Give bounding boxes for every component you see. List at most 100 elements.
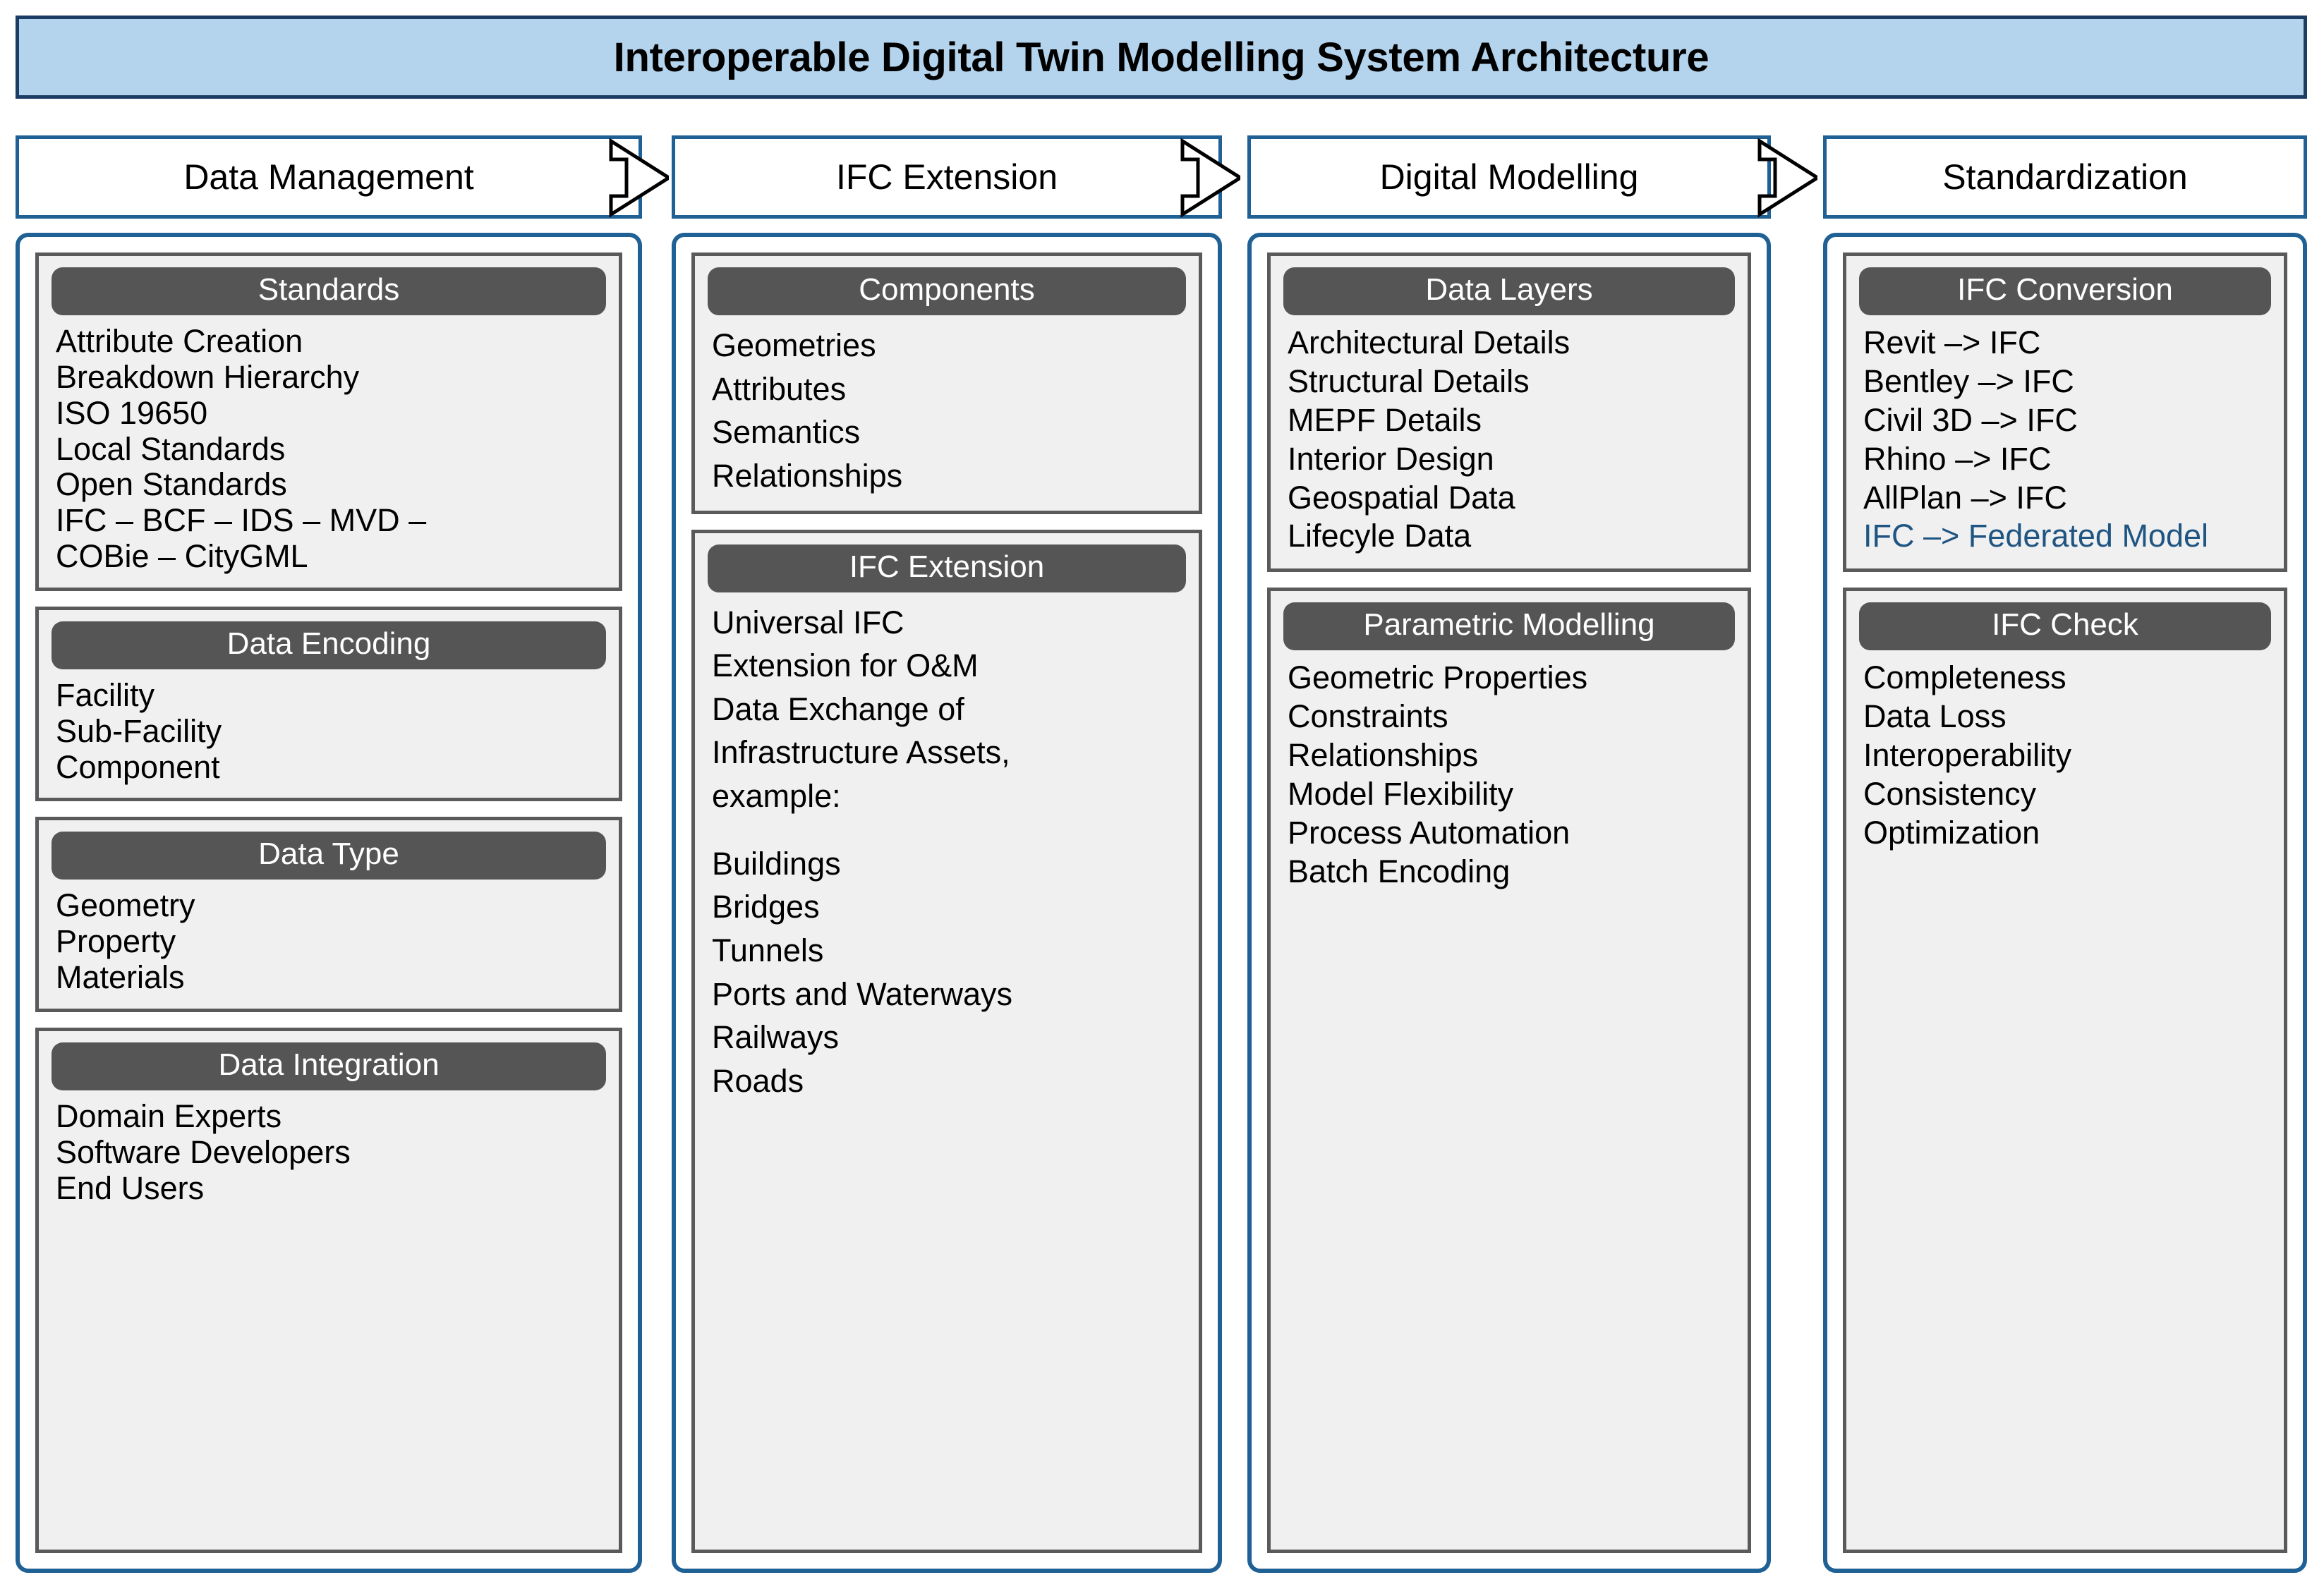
card-heading: Components (708, 267, 1186, 315)
list-item[interactable]: Data Exchange of (712, 690, 964, 727)
phase-header-label: Data Management (183, 157, 474, 197)
list-item[interactable]: Railways (712, 1019, 840, 1056)
list-item[interactable]: Completeness (1863, 659, 2066, 696)
list-item[interactable]: Interior Design (1288, 440, 1494, 477)
list-item[interactable]: Consistency (1863, 776, 2037, 813)
card-heading: Data Integration (52, 1042, 606, 1090)
card-heading: Standards (52, 267, 606, 315)
list-item[interactable]: Ports and Waterways (712, 975, 1012, 1012)
card-item-list: Universal IFC Extension for O&M Data Excha… (708, 601, 1186, 1103)
list-item[interactable]: IFC – BCF – IDS – MVD – (56, 502, 427, 539)
list-item[interactable]: Bridges (712, 889, 820, 925)
list-item[interactable]: Process Automation (1288, 814, 1570, 851)
card-heading: IFC Extension (708, 544, 1186, 592)
list-item[interactable]: Infrastructure Assets, (712, 734, 1010, 771)
list-item[interactable]: Facility (56, 676, 155, 713)
list-item[interactable]: Constraints (1288, 698, 1448, 735)
list-item[interactable]: Optimization (1863, 814, 2040, 851)
list-item[interactable]: Lifecyle Data (1288, 518, 1472, 554)
phase-header-label: Digital Modelling (1379, 157, 1639, 197)
list-item[interactable]: Materials (56, 959, 185, 996)
list-item[interactable]: Geometric Properties (1288, 659, 1588, 696)
list-item[interactable]: Interoperability (1863, 737, 2072, 774)
list-item[interactable]: Semantics (712, 414, 861, 451)
card-heading: IFC Check (1859, 602, 2271, 651)
list-item[interactable]: Model Flexibility (1288, 776, 1514, 813)
list-item[interactable]: MEPF Details (1288, 401, 1482, 438)
list-item[interactable]: Breakdown Hierarchy (56, 358, 360, 395)
list-item[interactable]: Attributes (712, 370, 847, 407)
list-item[interactable]: Attribute Creation (56, 323, 303, 359)
phase-header-digital-modelling[interactable]: Digital Modelling (1247, 135, 1771, 219)
card-heading: Data Type (52, 832, 606, 880)
card-heading: Data Layers (1283, 267, 1735, 315)
list-item[interactable]: Property (56, 923, 176, 960)
arrow-ifc-extension-to-digital-modelling (1180, 138, 1240, 217)
list-item[interactable]: Batch Encoding (1288, 853, 1511, 889)
phase-header-data-management[interactable]: Data Management (16, 135, 642, 219)
list-item[interactable]: IFC –> Federated Model (1863, 518, 2209, 554)
list-item[interactable]: example: (712, 778, 841, 815)
list-item[interactable]: Roads (712, 1062, 804, 1099)
list-item[interactable]: COBie – CityGML (56, 538, 308, 575)
list-item[interactable]: Geometries (712, 327, 876, 363)
list-item[interactable]: Sub-Facility (56, 712, 222, 749)
list-item[interactable]: Structural Details (1288, 363, 1530, 399)
arrow-digital-modelling-to-standardization (1757, 138, 1817, 217)
list-item[interactable]: Geometry (56, 887, 195, 924)
diagram-title: Interoperable Digital Twin Modelling Sys… (613, 34, 1709, 80)
card-heading: Parametric Modelling (1283, 602, 1735, 651)
list-item[interactable]: Local Standards (56, 430, 286, 467)
list-spacer (712, 818, 1186, 842)
list-item[interactable]: Extension for O&M (712, 647, 979, 684)
list-item[interactable]: Tunnels (712, 932, 824, 969)
list-item[interactable]: Civil 3D –> IFC (1863, 401, 2078, 438)
list-item[interactable]: Geospatial Data (1288, 479, 1515, 516)
list-item[interactable]: Component (56, 748, 220, 785)
list-item[interactable]: Relationships (712, 457, 903, 494)
list-item[interactable]: Universal IFC (712, 604, 904, 640)
list-item[interactable]: Revit –> IFC (1863, 324, 2041, 360)
phase-header-standardization[interactable]: Standardization (1823, 135, 2307, 219)
list-item[interactable]: Bentley –> IFC (1863, 363, 2074, 399)
arrow-data-management-to-ifc-extension (608, 138, 669, 217)
list-item[interactable]: Data Loss (1863, 698, 2007, 735)
card-heading: Data Encoding (52, 621, 606, 669)
list-item[interactable]: Open Standards (56, 466, 287, 503)
card-heading: IFC Conversion (1859, 267, 2271, 315)
diagram-title-banner: Interoperable Digital Twin Modelling Sys… (16, 16, 2307, 99)
list-item[interactable]: Domain Experts (56, 1097, 282, 1134)
list-item[interactable]: Software Developers (56, 1133, 351, 1170)
list-item[interactable]: ISO 19650 (56, 394, 208, 431)
list-item[interactable]: Buildings (712, 845, 841, 882)
list-item[interactable]: AllPlan –> IFC (1863, 479, 2067, 516)
phase-header-label: IFC Extension (835, 157, 1058, 197)
list-item[interactable]: Relationships (1288, 737, 1479, 774)
phase-header-ifc-extension[interactable]: IFC Extension (672, 135, 1222, 219)
list-item[interactable]: Rhino –> IFC (1863, 440, 2052, 477)
list-item[interactable]: End Users (56, 1169, 205, 1206)
list-item[interactable]: Architectural Details (1288, 324, 1570, 360)
